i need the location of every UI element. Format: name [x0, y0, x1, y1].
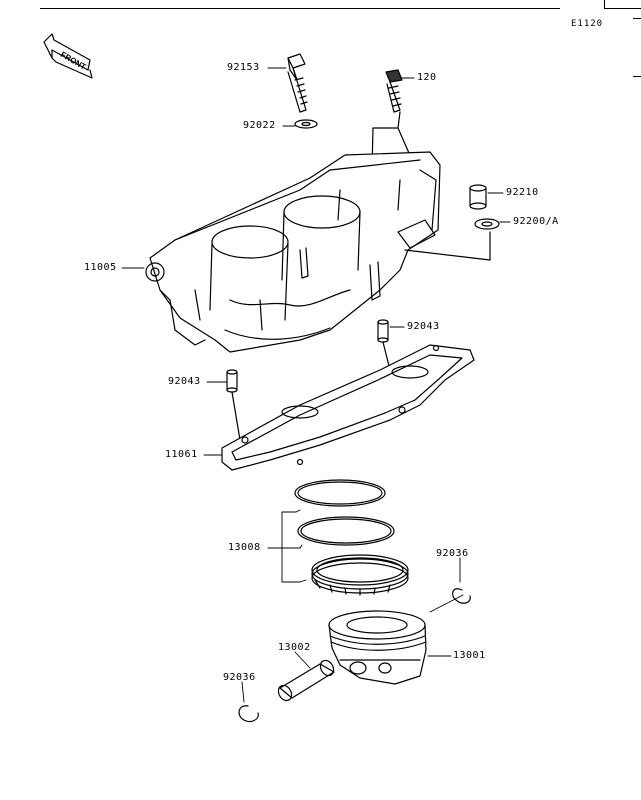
label-92153: 92153 [227, 62, 260, 73]
label-120: 120 [417, 72, 437, 83]
circlip-92036-right [452, 588, 471, 604]
corner-frame [604, 0, 641, 9]
front-arrow-icon: FRONT [43, 33, 93, 79]
washer-92200a [474, 218, 500, 230]
leader-lines [121, 67, 511, 703]
label-92036-left: 92036 [223, 672, 256, 683]
label-13008: 13008 [228, 542, 261, 553]
gasket-11061 [221, 344, 475, 471]
cylinder-block-11005 [145, 151, 441, 353]
label-92022: 92022 [243, 120, 276, 131]
label-13002: 13002 [278, 642, 311, 653]
label-92036-right: 92036 [436, 548, 469, 559]
circlip-92036-left [238, 705, 259, 723]
dowel-92210 [469, 184, 487, 210]
bolt-92153 [287, 53, 308, 113]
piston-ring-set-13008 [294, 479, 409, 596]
diagram-code: E1120 [571, 19, 604, 29]
margin-tick [633, 18, 641, 19]
dowel-pin-92043-left [226, 369, 241, 441]
label-13001: 13001 [453, 650, 486, 661]
header-rule [40, 8, 560, 9]
label-92043-right: 92043 [407, 321, 440, 332]
label-11061: 11061 [165, 449, 198, 460]
label-92200a: 92200/A [513, 216, 559, 227]
label-92210: 92210 [506, 187, 539, 198]
margin-tick [633, 76, 641, 77]
piston-13001 [328, 610, 427, 685]
washer-92022 [294, 119, 318, 129]
bolt-120 [385, 69, 403, 113]
piston-pin-13002 [277, 659, 335, 702]
label-92043-left: 92043 [168, 376, 201, 387]
label-11005: 11005 [84, 262, 117, 273]
